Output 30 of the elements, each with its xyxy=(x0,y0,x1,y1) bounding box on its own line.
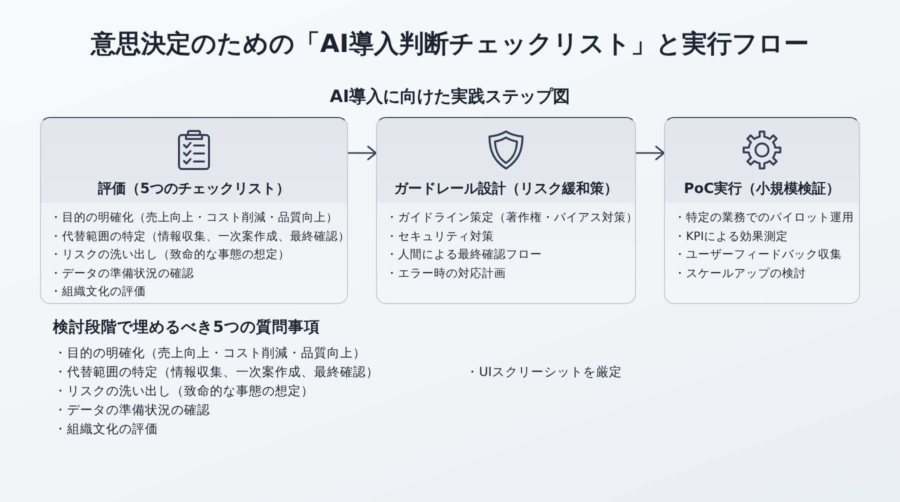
bullet-item: ・特定の業務でのパイロット運用 xyxy=(674,210,854,225)
arrow xyxy=(348,146,377,160)
title: 意思決定のための「AI導入判断チェックリスト」と実行フロー xyxy=(89,28,810,60)
step-card xyxy=(664,117,860,304)
arrow xyxy=(636,146,665,160)
step-heading: PoC実行（小規模検証） xyxy=(684,180,840,198)
bullet-item: ・組織文化の評価 xyxy=(54,421,158,438)
bullet-item: ・代替範囲の特定（情報収集、一次案作成、最終確認） xyxy=(50,228,350,244)
bullet-item: ・セキュリティ対策 xyxy=(386,228,494,244)
bullet-item: ・スケールアップの検討 xyxy=(674,266,806,280)
bullet-item: ・エラー時の対応計画 xyxy=(386,266,506,280)
bullet-item: ・目的の明確化（売上向上・コスト削減・品質向上） xyxy=(54,345,366,362)
bullet-item: ・データの準備状況の確認 xyxy=(50,266,194,280)
bullet-item: ・ユーザーフィードバック収集 xyxy=(674,247,842,262)
step-heading: 評価（5つのチェックリスト） xyxy=(98,180,290,198)
bullet-item: ・KPIによる効果測定 xyxy=(674,228,788,244)
bullet-item: ・リスクの洗い出し（致命的な事態の想定） xyxy=(50,247,290,262)
subtitle: AI導入に向けた実践ステップ図 xyxy=(328,86,572,108)
section-heading: 検討段階で埋めるべき5つの質問事項 xyxy=(53,317,320,338)
bullet-item: ・データの準備状況の確認 xyxy=(54,402,210,418)
bullet-item: ・ガイドライン策定（著作権・バイアス対策） xyxy=(386,210,638,225)
bullet-item: ・代替範囲の特定（情報収集、一次案作成、最終確認） xyxy=(54,364,379,380)
bullet-item: ・リスクの洗い出し（致命的な事態の想定） xyxy=(54,383,314,400)
bullet-item: ・組織文化の評価 xyxy=(50,284,146,299)
bullet-item: ・人間による最終確認フロー xyxy=(386,247,542,262)
step-heading: ガードレール設計（リスク緩和策） xyxy=(394,180,618,198)
step-card xyxy=(376,117,636,304)
bullet-item: ・UIスクリーシットを厳定 xyxy=(466,364,622,380)
step-card xyxy=(40,117,348,304)
bullet-item: ・目的の明確化（売上向上・コスト削減・品質向上） xyxy=(50,210,338,225)
